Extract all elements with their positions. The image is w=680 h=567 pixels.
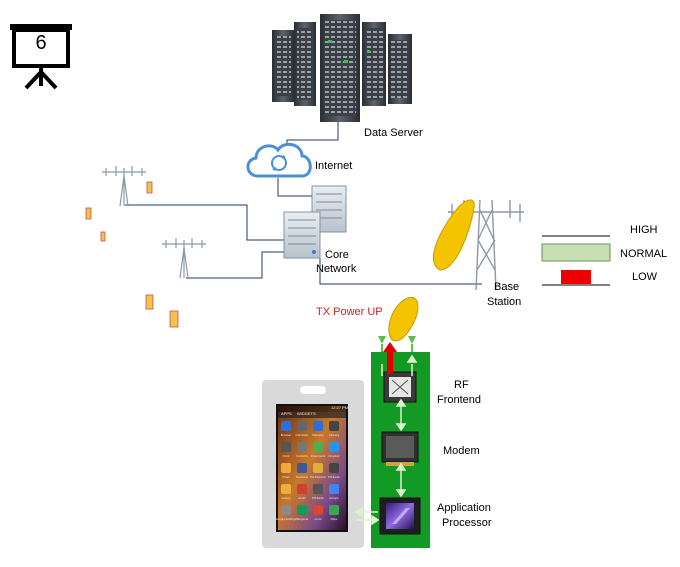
rf-frontend-label-1: RF (454, 379, 469, 391)
app-icon (313, 463, 323, 473)
app-label: Calendar (312, 433, 325, 437)
presentation-board-icon (10, 24, 72, 90)
smartphone (262, 380, 364, 548)
app-icon (329, 484, 339, 494)
base-station-tower-icon (448, 199, 524, 291)
data-server-icon (272, 14, 412, 122)
legend-normal-label: NORMAL (620, 248, 668, 260)
app-icon (329, 421, 339, 431)
app-icon (313, 505, 323, 515)
app-icon (329, 442, 339, 452)
core-network-label-2: Network (316, 263, 357, 275)
app-icon (281, 484, 291, 494)
app-label: Local (315, 517, 322, 521)
app-processor-label-1: Application (437, 502, 491, 514)
legend-high-label: HIGH (630, 224, 658, 236)
application-processor-chip (379, 497, 421, 535)
modem-chip (381, 431, 419, 466)
app-label: Email (282, 475, 289, 479)
signal-arrows (354, 354, 418, 526)
cell-tower-icon (162, 238, 206, 279)
app-icon (329, 505, 339, 515)
phone-clock: 12:27 PM (331, 405, 349, 410)
tx-beam-lobe (388, 296, 419, 342)
app-label: Google (329, 496, 339, 500)
legend-low-label: LOW (632, 271, 658, 283)
legend-low-swatch (561, 270, 591, 284)
mobile-device-icon (85, 181, 179, 328)
internet-label: Internet (315, 160, 353, 172)
modem-label: Modem (443, 445, 480, 457)
data-server-label: Data Server (364, 127, 423, 139)
app-label: Maps (331, 517, 338, 521)
app-label: Google Settings (276, 517, 297, 521)
tx-power-up-label: TX Power UP (316, 306, 383, 318)
app-label: Gmail (298, 496, 306, 500)
app-label: Calculator (295, 433, 309, 437)
app-label: Hangouts (296, 517, 309, 521)
app-label: Browser (281, 433, 292, 437)
app-processor-label-2: Processor (442, 517, 492, 529)
app-icon (297, 484, 307, 494)
app-icon (297, 463, 307, 473)
legend (541, 235, 611, 286)
legend-normal-swatch (541, 243, 611, 262)
app-icon (329, 463, 339, 473)
app-icon (297, 442, 307, 452)
app-label: File Explorer (310, 475, 327, 479)
app-label: Facebook (296, 475, 309, 479)
app-icon (281, 442, 291, 452)
app-icon (313, 442, 323, 452)
slide-number: 6 (35, 32, 47, 54)
app-label: FM Radio (312, 496, 324, 500)
network-links (125, 122, 482, 285)
cell-tower-icon (102, 166, 146, 207)
app-icon (281, 505, 291, 515)
app-icon (297, 505, 307, 515)
rf-frontend-chip (383, 371, 417, 403)
app-label: Camera (329, 433, 340, 437)
core-network-label-1: Core (325, 249, 349, 261)
app-icon (281, 463, 291, 473)
phone-tab-widgets: WIDGETS (297, 411, 316, 416)
app-label: Downloads (311, 454, 326, 458)
base-station-beam-lobe (432, 199, 475, 271)
app-label: Gallery (281, 496, 291, 500)
app-icon (313, 421, 323, 431)
app-label: FM Radio (328, 475, 340, 479)
internet-cloud-icon (246, 142, 312, 178)
tx-power-up-arrow (383, 342, 397, 374)
core-network-server-icon (283, 185, 347, 259)
app-label: Clock (282, 454, 290, 458)
rf-frontend-label-2: Frontend (437, 394, 482, 406)
base-station-label-2: Station (487, 296, 522, 308)
app-label: Contacts (296, 454, 308, 458)
app-icon (297, 421, 307, 431)
app-icon (281, 421, 291, 431)
app-icon (313, 484, 323, 494)
phone-tab-apps: APPS (281, 411, 292, 416)
base-station-label-1: Base (494, 281, 520, 293)
app-label: Dropbox (329, 454, 340, 458)
